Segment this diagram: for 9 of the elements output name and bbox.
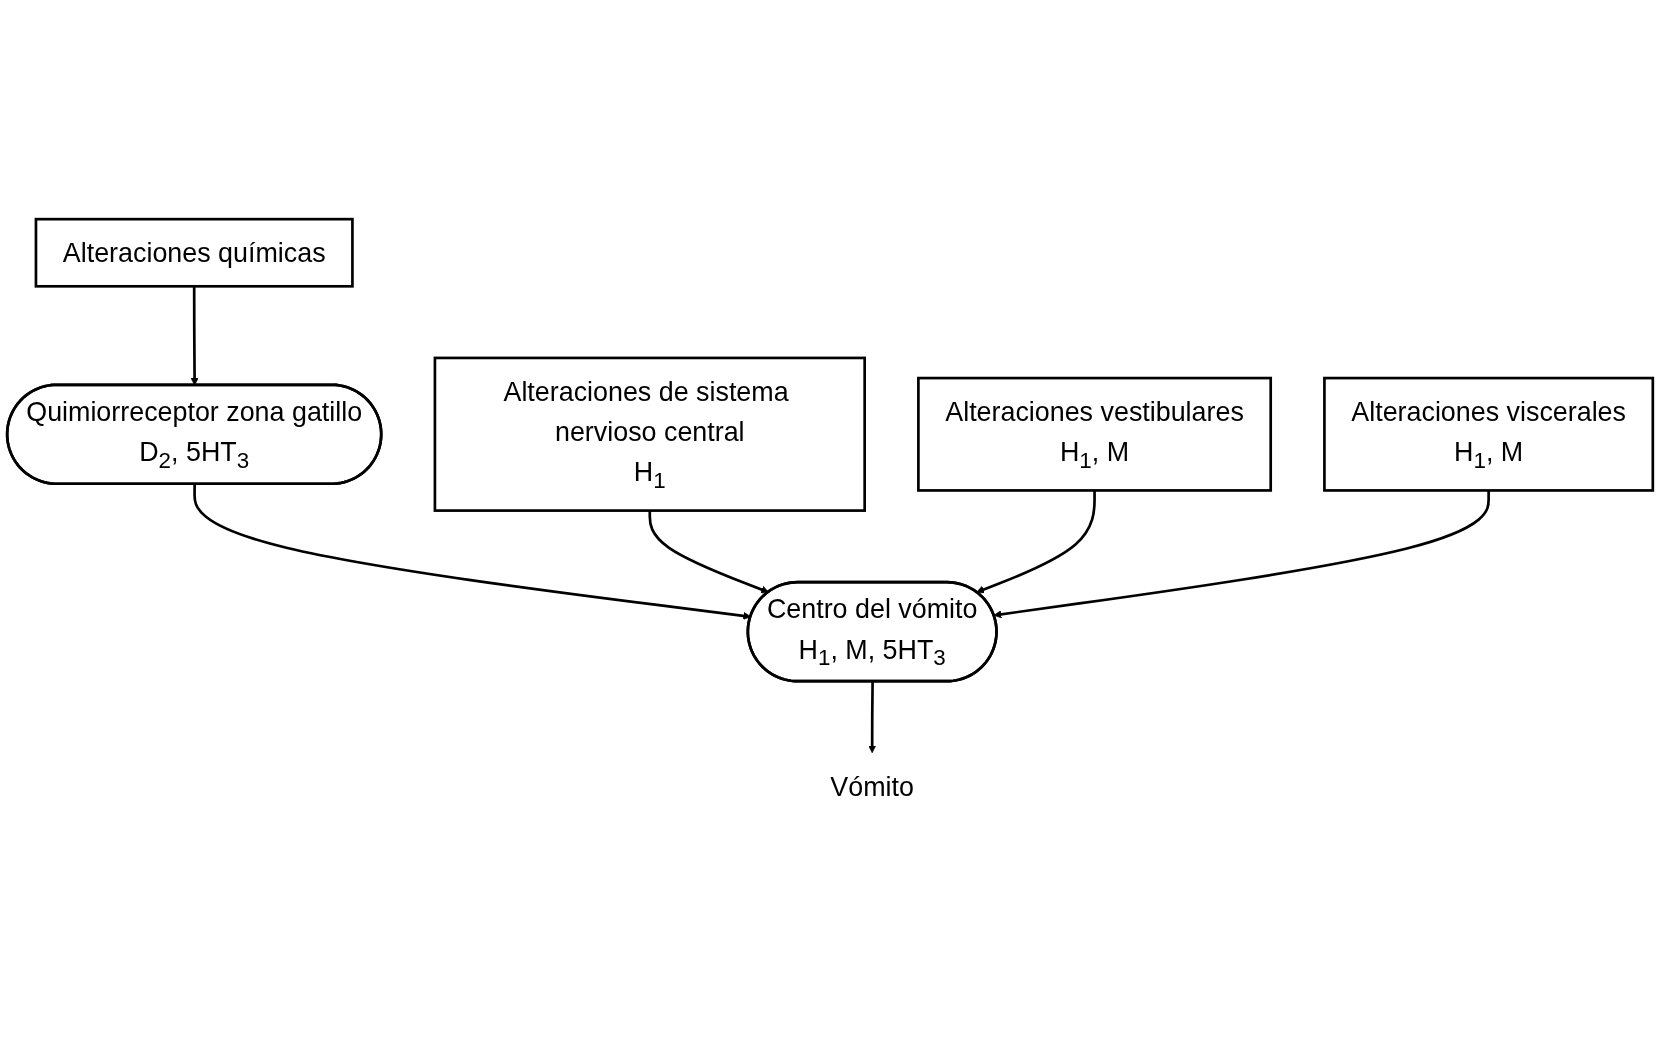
- arrow: [976, 490, 1096, 594]
- node-box: Alteraciones de sistema nervioso central H$_{1}$: [433, 357, 866, 513]
- node-box: Alteraciones químicas: [34, 218, 354, 289]
- arrow: [993, 490, 1490, 619]
- arrow: [648, 511, 769, 594]
- arrow: [868, 682, 877, 754]
- node-text: Vómito: [830, 772, 914, 802]
- node-box: Alteraciones viscerales H$_{1}$, M: [1323, 377, 1655, 493]
- node-box: Alteraciones vestibulares H$_{1}$, M: [917, 377, 1273, 493]
